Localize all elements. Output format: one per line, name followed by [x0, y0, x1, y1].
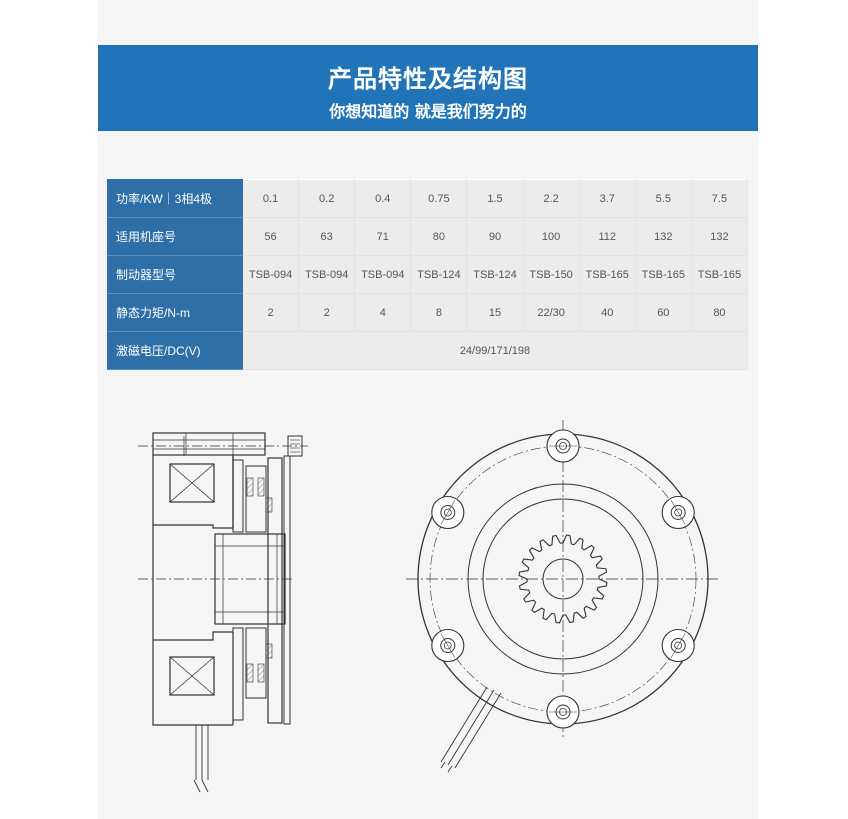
- spec-cell: 60: [634, 293, 692, 332]
- spec-cell: TSB-094: [354, 255, 412, 294]
- spec-row-label: 功率/KW｜3相4极: [107, 179, 243, 218]
- spec-cell: 63: [298, 217, 356, 256]
- bolt-hole: [440, 638, 456, 653]
- spec-cell: TSB-150: [522, 255, 580, 294]
- spec-cell: 3.7: [578, 179, 636, 218]
- spec-cell: 4: [354, 293, 412, 332]
- banner-subtitle: 你想知道的 就是我们努力的: [329, 102, 527, 121]
- spec-cell: TSB-124: [466, 255, 524, 294]
- spec-cell: 0.75: [410, 179, 468, 218]
- side-view-drawing: [138, 432, 308, 793]
- bolt-hole: [670, 505, 686, 520]
- spec-row-label: 静态力矩/N-m: [107, 293, 243, 332]
- spec-cell: 5.5: [634, 179, 692, 218]
- bolt-hole: [670, 638, 686, 653]
- spec-cell: 22/30: [522, 293, 580, 332]
- spec-cell: 90: [466, 217, 524, 256]
- spec-row-voltage: 激磁电压/DC(V)24/99/171/198: [107, 331, 748, 370]
- spec-cell: 1.5: [466, 179, 524, 218]
- spec-cell: 56: [241, 217, 300, 256]
- spec-row-label: 适用机座号: [107, 217, 243, 256]
- spec-row-label: 激磁电压/DC(V): [107, 331, 243, 370]
- spec-cell: 0.1: [241, 179, 300, 218]
- section-banner: 产品特性及结构图 你想知道的 就是我们努力的: [98, 45, 758, 131]
- spec-cell: 15: [466, 293, 524, 332]
- spec-cell: 2.2: [522, 179, 580, 218]
- spec-cell: TSB-165: [690, 255, 749, 294]
- spec-cell: 100: [522, 217, 580, 256]
- spec-cell: TSB-165: [578, 255, 636, 294]
- spec-row-label: 制动器型号: [107, 255, 243, 294]
- structure-drawings: [98, 400, 758, 800]
- spec-cell: 112: [578, 217, 636, 256]
- spec-cell: 8: [410, 293, 468, 332]
- banner-title: 产品特性及结构图: [328, 65, 528, 93]
- spec-cell: 40: [578, 293, 636, 332]
- spec-cell: TSB-094: [241, 255, 300, 294]
- spec-cell: TSB-165: [634, 255, 692, 294]
- front-view-drawing: [406, 420, 718, 773]
- spec-cell: 80: [690, 293, 749, 332]
- spec-cell: 0.2: [298, 179, 356, 218]
- bolt-hole: [440, 505, 456, 520]
- spec-cell: TSB-094: [298, 255, 356, 294]
- spec-cell: 80: [410, 217, 468, 256]
- spec-cell: 2: [241, 293, 300, 332]
- structure-drawing-svg: [138, 420, 718, 793]
- spec-cell: 2: [298, 293, 356, 332]
- spec-cell: TSB-124: [410, 255, 468, 294]
- spec-cell: 71: [354, 217, 412, 256]
- spec-cell: 132: [634, 217, 692, 256]
- spec-cell: 132: [690, 217, 749, 256]
- voltage-value: 24/99/171/198: [242, 331, 748, 370]
- spec-cell: 7.5: [690, 179, 749, 218]
- spec-cell: 0.4: [354, 179, 412, 218]
